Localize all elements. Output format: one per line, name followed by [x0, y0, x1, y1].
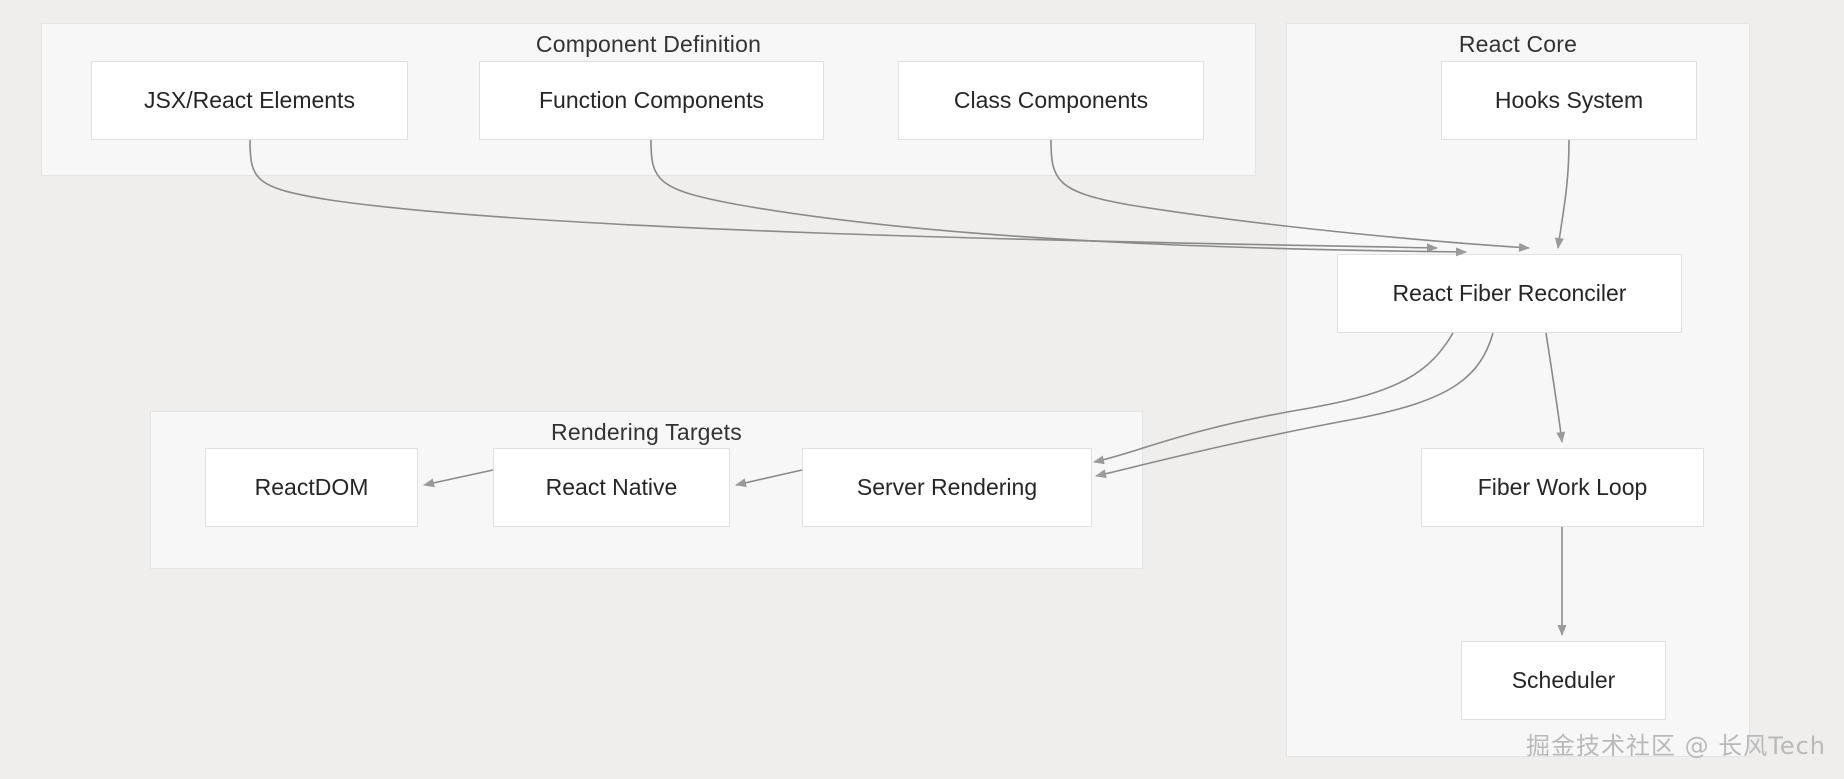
node-label: Scheduler [1511, 666, 1616, 693]
group-label-rendering-targets: Rendering Targets [551, 419, 742, 445]
node-label: Server Rendering [856, 473, 1038, 500]
node-function-components[interactable]: Function Components [479, 61, 824, 140]
node-label: React Fiber Reconciler [1392, 279, 1627, 306]
node-label: Hooks System [1494, 86, 1644, 113]
node-label: React Native [545, 473, 678, 500]
node-server-rendering[interactable]: Server Rendering [802, 448, 1092, 527]
group-label-component-definition: Component Definition [535, 31, 762, 57]
watermark: 掘金技术社区 @ 长风Tech [1525, 732, 1826, 760]
node-react-native[interactable]: React Native [493, 448, 730, 527]
node-class-components[interactable]: Class Components [898, 61, 1204, 140]
node-label: Fiber Work Loop [1477, 473, 1648, 500]
node-label: JSX/React Elements [144, 86, 355, 113]
group-label-react-core: React Core [1458, 31, 1578, 57]
node-label: Class Components [953, 86, 1149, 113]
node-label: Function Components [538, 86, 764, 113]
node-reactdom[interactable]: ReactDOM [205, 448, 418, 527]
node-scheduler[interactable]: Scheduler [1461, 641, 1666, 720]
node-fiber-work-loop[interactable]: Fiber Work Loop [1421, 448, 1704, 527]
node-react-fiber-reconciler[interactable]: React Fiber Reconciler [1337, 254, 1682, 333]
node-label: ReactDOM [254, 473, 369, 500]
node-jsx-react-elements[interactable]: JSX/React Elements [91, 61, 408, 140]
node-hooks-system[interactable]: Hooks System [1441, 61, 1697, 140]
